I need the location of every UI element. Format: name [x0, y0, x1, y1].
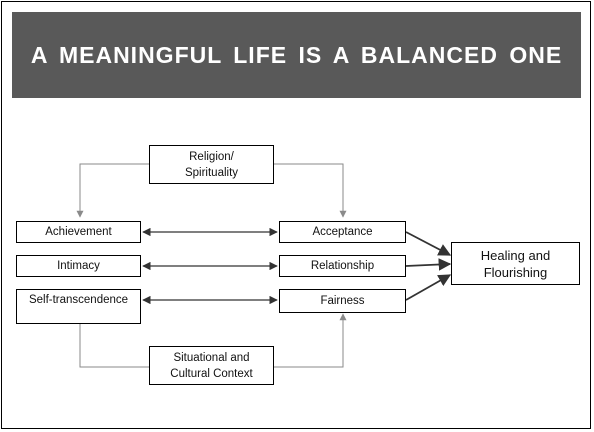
- fairness-label: Fairness: [320, 295, 365, 307]
- religion-spirituality-line2: Spirituality: [184, 166, 239, 179]
- achievement-box: Achievement: [16, 221, 141, 243]
- religion-spirituality-line1: Religion/: [189, 150, 234, 163]
- situational-context-line1: Situational and: [173, 351, 250, 364]
- fairness-to-healing-arrow: [405, 274, 452, 301]
- title-banner: A MEANINGFUL LIFE IS A BALANCED ONE: [12, 12, 581, 98]
- intimacy-box: Intimacy: [16, 255, 141, 277]
- slide-title: A MEANINGFUL LIFE IS A BALANCED ONE: [30, 41, 563, 68]
- healing-flourishing-line2: Flourishing: [483, 264, 548, 280]
- self-transcendence-label: Self-transcendence: [28, 294, 129, 306]
- religion-to-achievement-connector: [76, 163, 149, 218]
- self-transcendence-box: Self-transcendence: [16, 289, 141, 324]
- intimacy-label: Intimacy: [57, 260, 100, 272]
- situational-context-line2: Cultural Context: [170, 367, 253, 380]
- relationship-label: Relationship: [310, 260, 375, 272]
- situational-context-box: Situational and Cultural Context: [149, 346, 274, 385]
- context-to-self-transcendence-connector: [76, 313, 149, 368]
- religion-spirituality-box: Religion/ Spirituality: [149, 145, 274, 184]
- acceptance-label: Acceptance: [312, 226, 373, 238]
- religion-to-acceptance-connector: [274, 163, 347, 218]
- achievement-label: Achievement: [45, 226, 112, 238]
- relationship-box: Relationship: [279, 255, 406, 277]
- acceptance-to-healing-arrow: [405, 231, 452, 256]
- acceptance-box: Acceptance: [279, 221, 406, 243]
- fairness-box: Fairness: [279, 289, 406, 313]
- context-to-fairness-connector: [274, 313, 347, 368]
- relationship-to-healing-arrow: [405, 258, 452, 271]
- healing-flourishing-box: Healing and Flourishing: [451, 242, 580, 285]
- healing-flourishing-line1: Healing and: [480, 247, 551, 263]
